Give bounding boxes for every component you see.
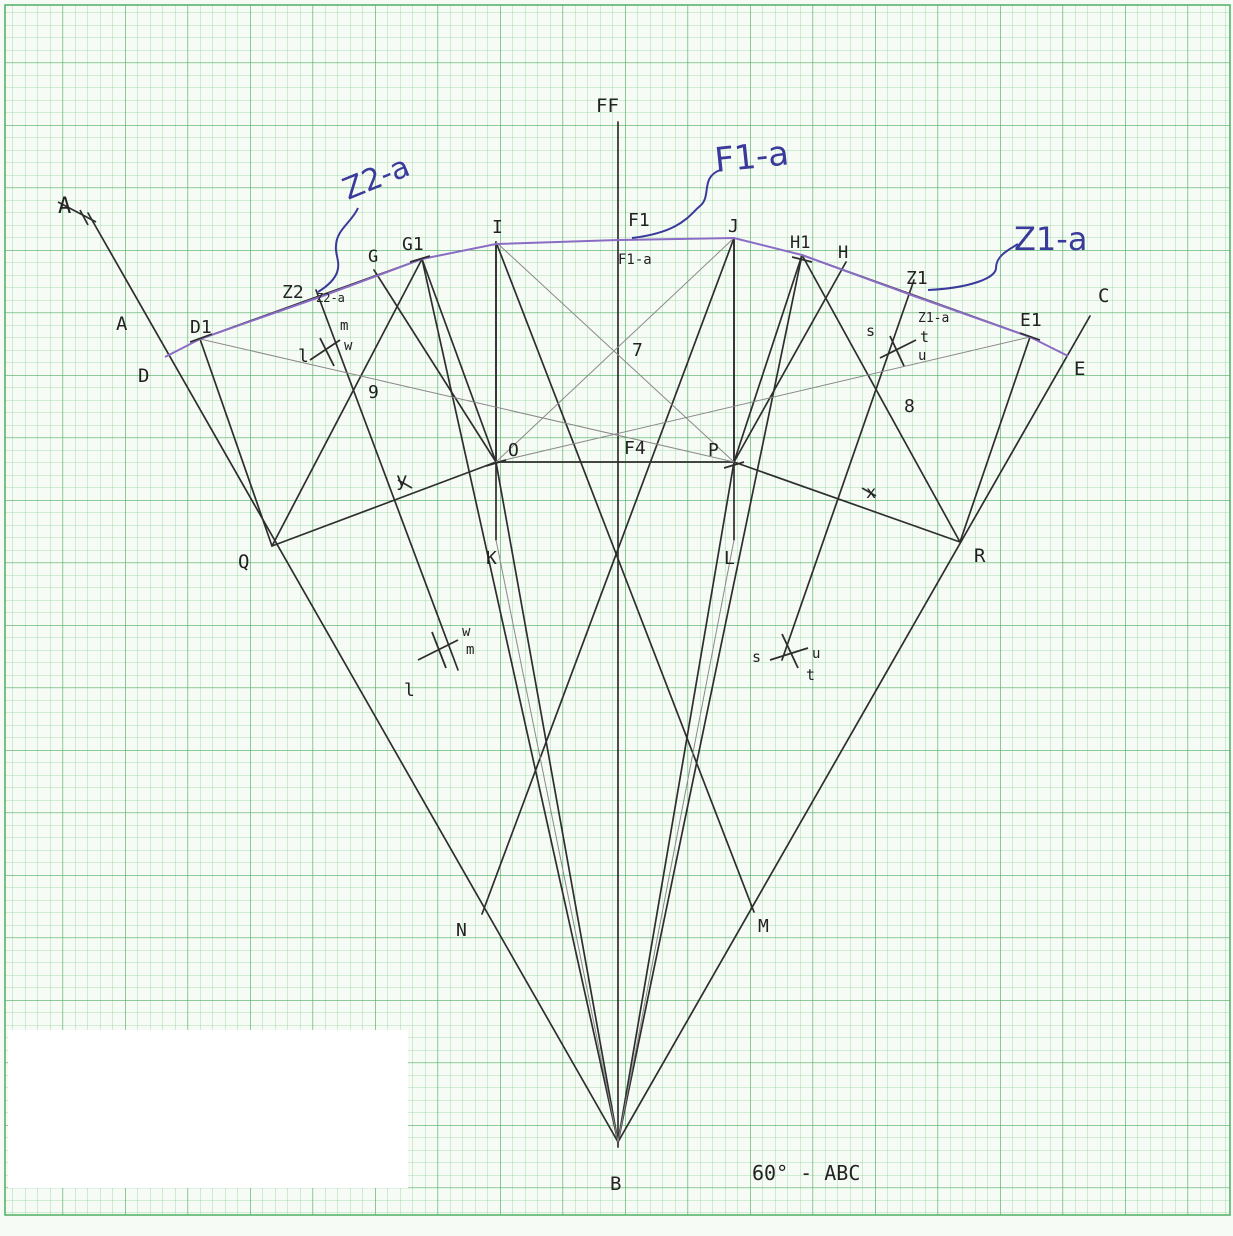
line-H1-R xyxy=(801,254,961,543)
line-P-R xyxy=(733,461,961,543)
line-G1-B xyxy=(421,258,619,1143)
construction-mark-labels: l m w l w m s t u s u t xyxy=(298,318,929,701)
label-F1a-small: F1-a xyxy=(618,252,652,268)
label-P: P xyxy=(708,440,719,461)
mark-left-lower-w: w xyxy=(462,624,471,640)
line-J-N xyxy=(481,237,735,915)
callout-z1a: Z1-a xyxy=(1014,220,1087,258)
line-G-O xyxy=(373,269,497,463)
mark-right-upper-s: s xyxy=(866,322,875,340)
ray-BC xyxy=(617,315,1091,1143)
label-9: 9 xyxy=(368,382,379,403)
line-P-B xyxy=(617,461,735,1143)
z2a-squiggle xyxy=(317,207,359,293)
arc-crosses xyxy=(309,335,917,669)
line-G1-O xyxy=(421,258,497,463)
label-Z2: Z2 xyxy=(282,282,304,303)
mark-left-lower-m: m xyxy=(466,642,474,658)
faint-L-B xyxy=(617,539,735,1143)
label-G: G xyxy=(368,247,378,267)
mark-right-lower-u: u xyxy=(812,646,820,662)
mark-left-upper-w: w xyxy=(344,338,353,354)
line-D1-Q xyxy=(199,338,273,547)
label-M: M xyxy=(758,916,769,937)
label-D: D xyxy=(138,365,149,387)
mark-right-upper-u: u xyxy=(918,348,926,364)
f1a-squiggle xyxy=(631,169,721,239)
faint-J-O xyxy=(495,237,735,463)
line-E1-R xyxy=(959,336,1031,543)
line-H1-B xyxy=(617,254,803,1143)
label-Q: Q xyxy=(238,551,249,573)
label-O: O xyxy=(508,440,519,461)
label-I: I xyxy=(492,217,503,238)
line-Z2-down xyxy=(315,289,459,671)
faint-lines xyxy=(199,237,1031,1143)
mark-left-upper-m: m xyxy=(340,318,348,334)
line-Z1-down xyxy=(781,279,915,661)
caption: 60° - ABC xyxy=(752,1161,860,1185)
line-O-B xyxy=(495,461,619,1143)
label-H1: H1 xyxy=(790,233,810,253)
label-C: C xyxy=(1098,285,1109,307)
label-B: B xyxy=(610,1173,621,1195)
faint-K-B xyxy=(495,539,619,1143)
label-A: A xyxy=(116,313,128,335)
label-K: K xyxy=(486,548,497,569)
label-F1: F1 xyxy=(628,210,650,231)
label-F4: F4 xyxy=(624,438,646,459)
faint-D1-P xyxy=(199,338,735,463)
tick-marks xyxy=(57,201,1041,497)
callout-f1a: F1-a xyxy=(713,133,791,181)
mark-right-upper-t: t xyxy=(920,328,929,346)
arc-D-E xyxy=(164,236,1069,358)
label-E: E xyxy=(1074,358,1085,380)
label-A-top: A xyxy=(58,194,71,219)
label-G1: G1 xyxy=(402,234,424,255)
callouts: Z2-a F1-a Z1-a xyxy=(338,133,1088,258)
label-Z1a-small: Z1-a xyxy=(918,311,949,326)
label-Z2a-small: Z2-a xyxy=(316,291,345,305)
label-J: J xyxy=(728,216,739,237)
label-y: y xyxy=(396,469,407,491)
label-L: L xyxy=(724,548,735,569)
line-H1-P xyxy=(733,254,803,463)
label-7: 7 xyxy=(632,340,643,361)
label-R: R xyxy=(974,545,986,567)
mark-right-lower-s: s xyxy=(752,648,761,666)
point-labels: A A D D1 Z2 Z2-a G G1 I FF F1 F1-a J H1 … xyxy=(58,95,1109,1195)
label-FF: FF xyxy=(596,95,619,117)
z1a-squiggle xyxy=(927,243,1019,291)
faint-E1-O xyxy=(495,336,1031,463)
label-H: H xyxy=(838,243,848,263)
label-D1: D1 xyxy=(190,317,212,338)
line-Q-O xyxy=(271,461,497,547)
blank-patch xyxy=(8,1030,408,1188)
faint-I-P xyxy=(495,241,735,463)
line-I-M xyxy=(495,241,755,913)
line-H-P xyxy=(733,261,847,463)
label-Z1: Z1 xyxy=(906,268,928,289)
label-x: x xyxy=(866,483,876,503)
mark-left-lower-l: l xyxy=(404,680,415,701)
label-E1: E1 xyxy=(1020,310,1042,331)
mark-left-upper-l: l xyxy=(298,346,309,367)
callout-strokes xyxy=(317,169,1019,293)
ray-BA xyxy=(87,212,619,1143)
label-8: 8 xyxy=(904,396,915,417)
label-N: N xyxy=(456,920,467,941)
mark-right-lower-t: t xyxy=(806,666,815,684)
